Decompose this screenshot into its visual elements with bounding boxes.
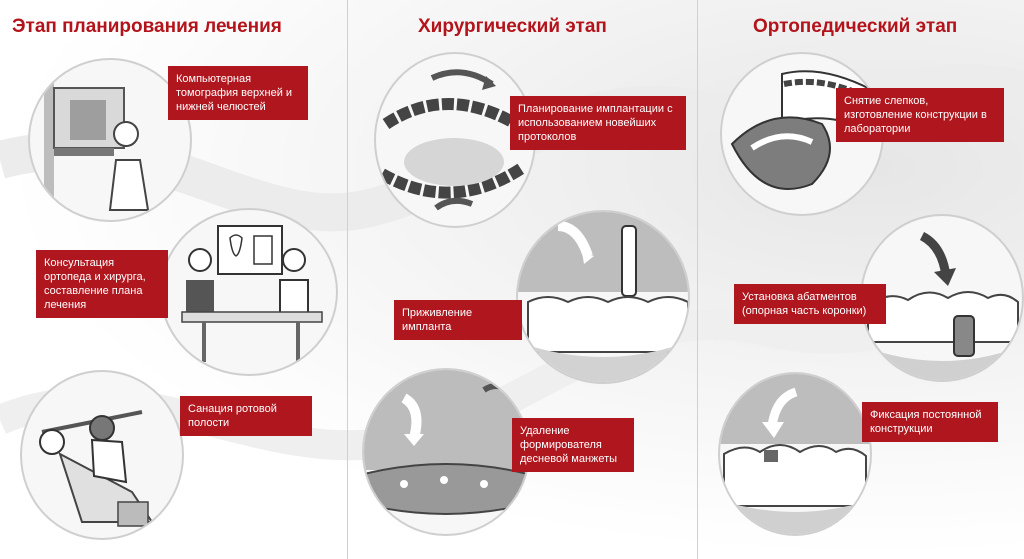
implant-integration-label: Приживление импланта (394, 300, 522, 340)
planning-stage-title: Этап планирования лечения (12, 16, 282, 37)
implant-planning-label: Планирование имплантации с использование… (510, 96, 686, 150)
crown-fixation-illustration (718, 372, 872, 536)
sanitation-illustration (20, 370, 184, 540)
crown-fixation-icon (720, 374, 870, 534)
ct-scanner-illustration (28, 58, 192, 222)
implant-integration-illustration (516, 210, 690, 384)
ct-scan-label: Компьютерная томография верхней и нижней… (168, 66, 308, 120)
consultation-illustration (160, 208, 338, 376)
abutment-illustration (860, 214, 1024, 382)
gingiva-former-label: Удаление формирователя десневой манжеты (512, 418, 634, 472)
gingiva-former-icon (364, 370, 528, 515)
column-divider-1 (347, 0, 348, 559)
abutment-icon (862, 231, 1022, 380)
implant-in-gum-icon (518, 212, 688, 382)
ct-scanner-icon (44, 82, 150, 211)
gingiva-former-illustration (362, 368, 530, 536)
impression-illustration (720, 52, 884, 216)
dentist-chair-icon (39, 410, 154, 527)
sanitation-label: Санация ротовой полости (180, 396, 312, 436)
surgical-stage-title: Хирургический этап (418, 16, 607, 37)
consultation-label: Консультация ортопеда и хирурга, составл… (36, 250, 168, 318)
impression-label: Снятие слепков, изготовление конструкции… (836, 88, 1004, 142)
crown-fixation-label: Фиксация постоянной конструкции (862, 402, 998, 442)
orthopedic-stage-title: Ортопедический этап (753, 16, 958, 37)
abutment-label: Установка абатментов (опорная часть коро… (734, 284, 886, 324)
dental-arch-icon (379, 69, 526, 211)
doctors-consultation-icon (181, 225, 323, 362)
implant-planning-illustration (374, 52, 536, 228)
column-divider-2 (697, 0, 698, 559)
